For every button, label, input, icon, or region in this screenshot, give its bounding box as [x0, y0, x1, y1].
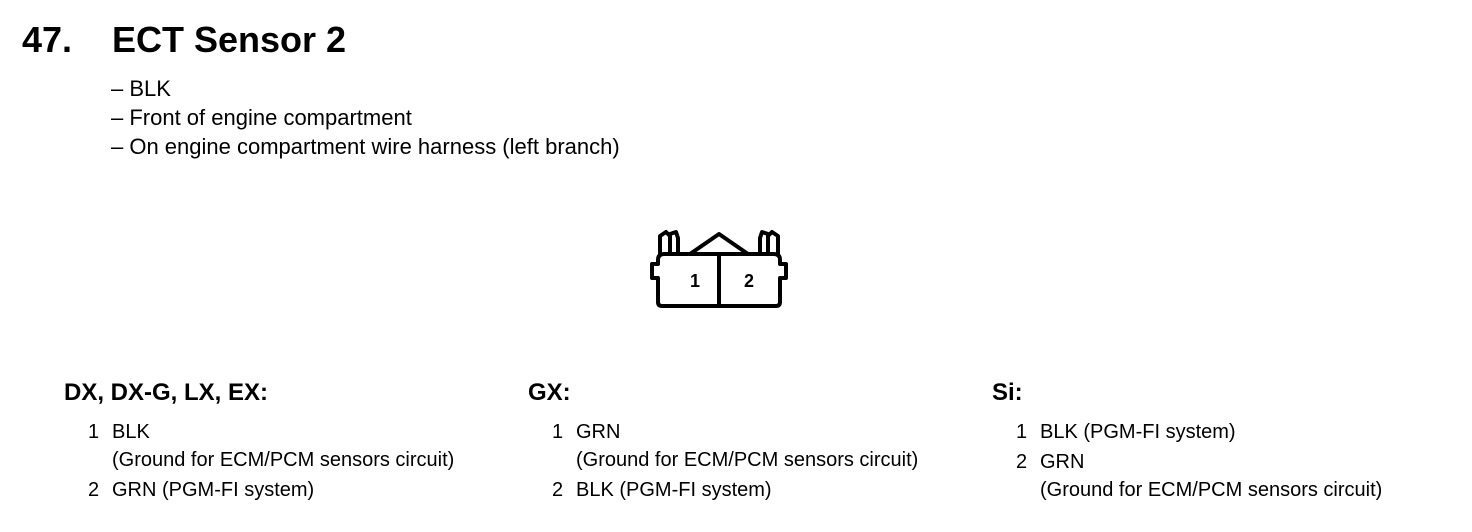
variant-title: DX, DX-G, LX, EX:: [64, 379, 269, 406]
pin-wire: GRN: [1040, 451, 1085, 473]
connector-outline: [650, 230, 788, 308]
variant-title: Si:: [992, 379, 1023, 406]
connector-pin-2-label: 2: [744, 271, 754, 291]
pin-list: 1 GRN (Ground for ECM/PCM sensors circui…: [528, 418, 918, 504]
pin-row: 1 GRN (Ground for ECM/PCM sensors circui…: [528, 418, 918, 474]
pin-number: 1: [1016, 421, 1028, 443]
pin-wire: GRN (PGM-FI system): [112, 479, 315, 501]
connector-diagram: 1 2: [650, 230, 788, 308]
pin-list: 1 BLK (PGM-FI system) 2 GRN (Ground for …: [992, 418, 1382, 504]
pin-row: 1 BLK (PGM-FI system): [992, 418, 1382, 446]
pin-note: (Ground for ECM/PCM sensors circuit): [1040, 479, 1383, 501]
pin-row: 2 BLK (PGM-FI system): [528, 476, 918, 504]
pin-wire: BLK (PGM-FI system): [1040, 421, 1236, 443]
connector-details-list: – BLK – Front of engine compartment – On…: [111, 74, 620, 161]
pin-wire: BLK: [112, 421, 150, 443]
variant-title: GX:: [528, 379, 571, 406]
connector-location: – Front of engine compartment: [111, 105, 412, 130]
pin-note: (Ground for ECM/PCM sensors circuit): [576, 449, 919, 471]
pin-wire: GRN: [576, 421, 621, 443]
pin-note: (Ground for ECM/PCM sensors circuit): [112, 449, 455, 471]
variant-si: Si: 1 BLK (PGM-FI system) 2 GRN (Ground …: [992, 378, 1382, 506]
variant-gx: GX: 1 GRN (Ground for ECM/PCM sensors ci…: [528, 378, 918, 506]
connector-harness: – On engine compartment wire harness (le…: [111, 134, 620, 159]
pin-list: 1 BLK (Ground for ECM/PCM sensors circui…: [64, 418, 454, 504]
pin-number: 2: [1016, 451, 1028, 473]
pin-number: 2: [88, 479, 100, 501]
pin-row: 2 GRN (Ground for ECM/PCM sensors circui…: [992, 448, 1382, 504]
connector-color: – BLK: [111, 76, 171, 101]
variant-dx-dxg-lx-ex: DX, DX-G, LX, EX: 1 BLK (Ground for ECM/…: [64, 378, 454, 506]
pin-row: 2 GRN (PGM-FI system): [64, 476, 454, 504]
pin-number: 1: [552, 421, 564, 443]
page-title: ECT Sensor 2: [112, 19, 347, 60]
connector-pin-1-label: 1: [690, 271, 700, 291]
pin-number: 2: [552, 479, 564, 501]
pin-row: 1 BLK (Ground for ECM/PCM sensors circui…: [64, 418, 454, 474]
section-number: 47.: [22, 19, 73, 60]
pin-number: 1: [88, 421, 100, 443]
pin-wire: BLK (PGM-FI system): [576, 479, 772, 501]
